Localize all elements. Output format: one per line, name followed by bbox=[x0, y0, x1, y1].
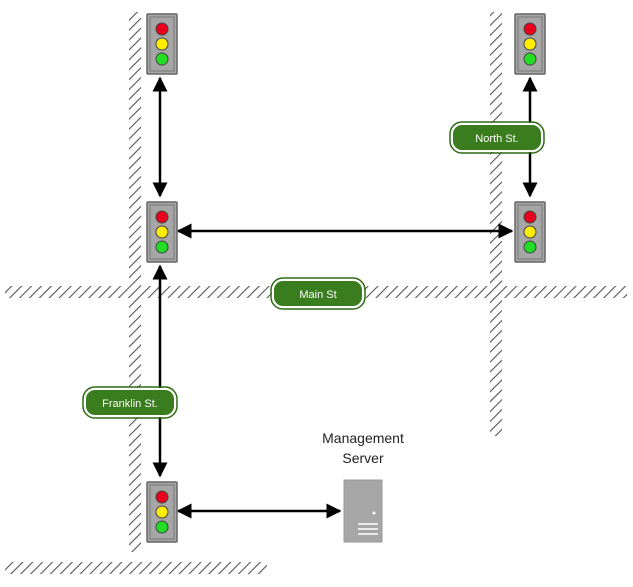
street-label-north: North St. bbox=[449, 121, 545, 154]
street-label-main: Main St bbox=[270, 277, 366, 310]
traffic-light-icon[interactable] bbox=[514, 13, 546, 75]
street-hatch-right-vertical bbox=[490, 12, 502, 436]
street-label-main-text: Main St bbox=[299, 289, 336, 301]
street-hatch-left-vertical bbox=[129, 12, 141, 552]
server-caption-line1: Management bbox=[322, 430, 404, 446]
street-hatch-bottom-horizontal bbox=[5, 562, 267, 574]
street-label-franklin-text: Franklin St. bbox=[102, 398, 158, 410]
traffic-light-icon[interactable] bbox=[146, 201, 178, 263]
server-icon[interactable] bbox=[343, 479, 383, 543]
street-label-franklin: Franklin St. bbox=[82, 386, 178, 419]
street-label-north-text: North St. bbox=[475, 133, 518, 145]
traffic-light-icon[interactable] bbox=[146, 481, 178, 543]
traffic-light-icon[interactable] bbox=[514, 201, 546, 263]
traffic-light-icon[interactable] bbox=[146, 13, 178, 75]
server-caption-line2: Server bbox=[342, 450, 384, 466]
